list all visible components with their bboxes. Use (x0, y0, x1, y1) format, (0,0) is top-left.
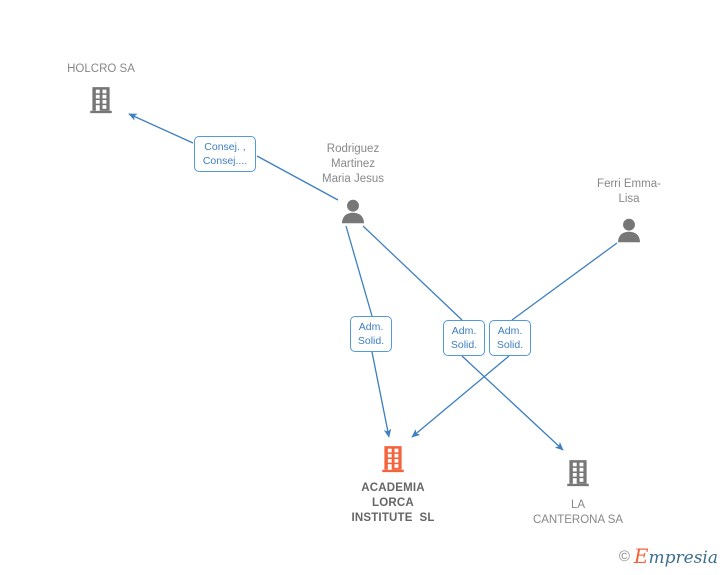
graph-edge (461, 355, 564, 451)
building-icon[interactable] (565, 459, 591, 492)
graph-edge (128, 113, 194, 144)
graph-edge (362, 225, 463, 321)
building-icon[interactable] (88, 86, 114, 119)
watermark-brand: Empresia (634, 546, 718, 567)
edge-layer (128, 113, 618, 451)
graph-edge (256, 155, 339, 201)
graph-edge (411, 355, 510, 438)
edge-label-lbl-adm-2[interactable]: Adm. Solid. (443, 320, 485, 356)
copyright-icon: © (618, 548, 630, 565)
edge-label-lbl-consej[interactable]: Consej. , Consej.... (194, 136, 256, 172)
watermark-brand-initial: E (633, 544, 649, 568)
edge-label-lbl-adm-3[interactable]: Adm. Solid. (489, 320, 531, 356)
building-icon[interactable] (380, 445, 406, 478)
empresia-watermark: © Empresia (619, 546, 718, 567)
edge-label-lbl-adm-1[interactable]: Adm. Solid. (350, 316, 392, 352)
person-icon[interactable] (339, 198, 367, 231)
graph-edge (371, 351, 392, 438)
graph-edge (511, 242, 618, 321)
person-icon[interactable] (615, 217, 643, 250)
graph-edge (345, 225, 373, 317)
watermark-brand-rest: mpresia (648, 548, 719, 568)
